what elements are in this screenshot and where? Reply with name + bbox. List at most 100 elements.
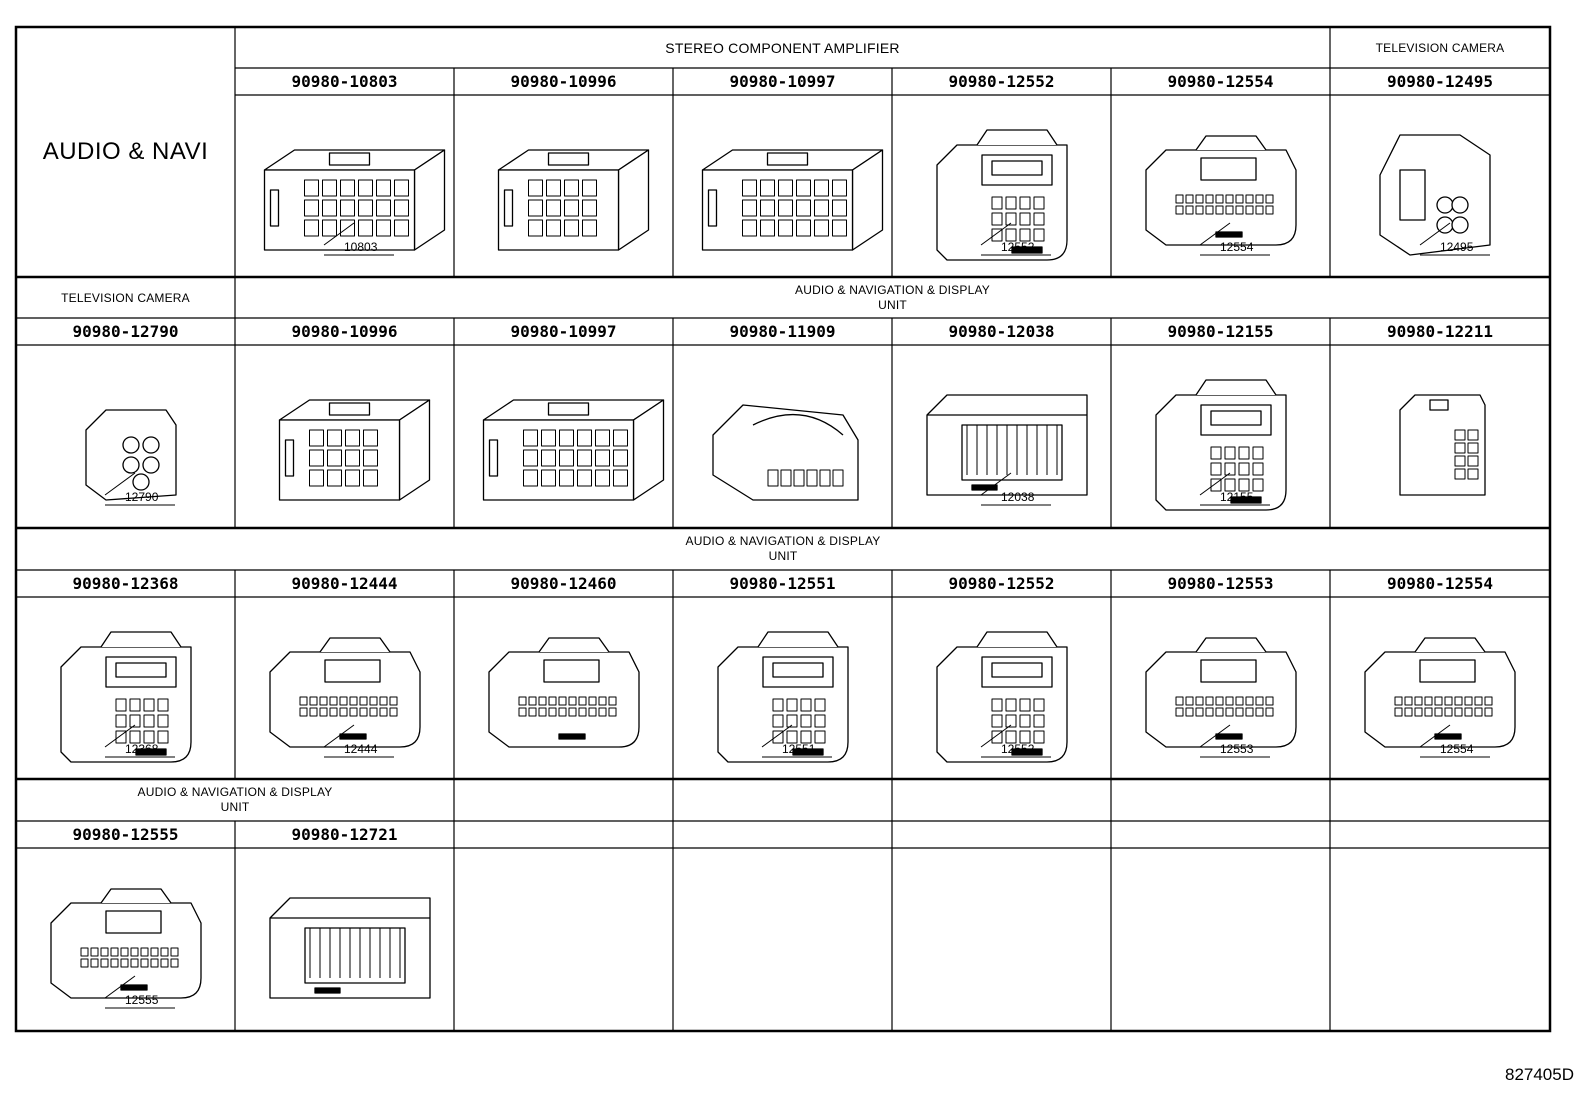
part-number-label: 90980-12553	[1167, 574, 1274, 593]
part-number-label: 90980-10997	[510, 322, 617, 341]
callout-label: 12554	[1419, 724, 1490, 758]
callout-text: 12552	[1001, 240, 1035, 254]
connector-wide-latch-icon: 12554	[1364, 637, 1516, 758]
callout-text: 10803	[344, 240, 378, 254]
section-title: AUDIO & NAVI	[42, 138, 209, 165]
part-number-label: 90980-12444	[291, 574, 398, 593]
connector-cell: 12552	[892, 95, 1111, 277]
connector-cell: 12554	[1111, 95, 1330, 277]
connector-flat-latch-icon	[712, 404, 859, 501]
connector-wide-latch-icon	[488, 637, 640, 748]
connector-cell	[454, 345, 673, 527]
connector-cell: 12555	[16, 848, 235, 1030]
group-header-line-1: AUDIO & NAVIGATION & DISPLAY	[685, 534, 881, 548]
part-number-label: 90980-12790	[72, 322, 179, 341]
connector-cell	[1330, 345, 1550, 527]
callout-text: 12554	[1440, 742, 1474, 756]
group-header-audio-navigation-display-unit: AUDIO & NAVIGATION & DISPLAY UNIT	[235, 277, 1550, 318]
drawing-code: 827405D	[1504, 1065, 1574, 1084]
connector-cell: 12790	[16, 345, 235, 527]
connector-12pin-housing-icon	[482, 399, 665, 501]
part-number-label: 90980-10997	[729, 72, 836, 91]
part-number-label: 90980-12554	[1387, 574, 1493, 593]
callout-label: 10803	[323, 222, 394, 256]
part-number-label: 90980-12155	[1167, 322, 1274, 341]
connector-tall-latch-icon: 12368	[60, 631, 192, 763]
group-header-line-1: AUDIO & NAVIGATION & DISPLAY	[137, 785, 333, 799]
connector-narrow-4pin-icon	[1399, 394, 1486, 496]
callout-text: 12444	[344, 742, 378, 756]
callout-label: 12552	[980, 724, 1051, 758]
callout-text: 12155	[1220, 490, 1254, 504]
connector-8pin-housing-icon	[278, 399, 431, 501]
group-header-line-1: AUDIO & NAVIGATION & DISPLAY	[795, 282, 990, 297]
connector-cell: 12444	[235, 597, 454, 779]
connector-tall-latch-icon: 12552	[936, 129, 1068, 261]
callout-label: 12038	[980, 472, 1051, 506]
callout-text: 12495	[1440, 240, 1474, 254]
callout-label: 12155	[1199, 472, 1270, 506]
connector-12pin-housing-icon: 10803	[263, 149, 446, 256]
connector-wide-latch-icon: 12444	[269, 637, 421, 758]
part-number-label: 90980-12554	[1167, 72, 1274, 91]
part-number-label: 90980-10803	[291, 72, 398, 91]
callout-text: 12555	[125, 993, 159, 1007]
connector-round-camera-icon: 12495	[1379, 134, 1491, 256]
callout-label: 12555	[104, 975, 175, 1009]
callout-label: 12551	[761, 724, 832, 758]
part-number-label: 90980-10996	[510, 72, 617, 91]
group-header-line-2: UNIT	[220, 800, 250, 814]
part-number-label: 90980-12552	[948, 574, 1055, 593]
connector-cell	[673, 345, 892, 527]
part-number-label: 90980-12552	[948, 72, 1055, 91]
callout-text: 12038	[1001, 490, 1035, 504]
connector-cell: 12495	[1330, 95, 1550, 277]
connector-box-multipin-icon: 12038	[926, 394, 1088, 506]
connector-tall-latch-icon: 12552	[936, 631, 1068, 763]
group-header-audio-navigation-display-unit: AUDIO & NAVIGATION & DISPLAY UNIT	[16, 779, 454, 821]
group-header-line-2: UNIT	[878, 297, 907, 312]
callout-text: 12554	[1220, 240, 1254, 254]
connector-cell: 12155	[1111, 345, 1330, 527]
part-number-label: 90980-11909	[729, 322, 836, 341]
group-header-audio-navigation-display-unit: AUDIO & NAVIGATION & DISPLAY UNIT	[16, 528, 1550, 570]
connector-cell	[454, 95, 673, 277]
callout-text: 12790	[125, 490, 159, 504]
part-number-label: 90980-12721	[291, 825, 398, 844]
connector-cell	[235, 848, 454, 1030]
part-number-label: 90980-12495	[1387, 72, 1493, 91]
connector-wide-latch-icon: 12554	[1145, 135, 1297, 256]
part-number-label: 90980-12038	[948, 322, 1055, 341]
part-number-label: 90980-12211	[1387, 322, 1493, 341]
part-number-label: 90980-12460	[510, 574, 617, 593]
connector-cell: 12038	[892, 345, 1111, 527]
callout-text: 12551	[782, 742, 816, 756]
connector-tall-latch-icon: 12155	[1155, 379, 1287, 511]
connector-cell	[235, 345, 454, 527]
connector-cell	[673, 95, 892, 277]
connector-small-round-icon: 12790	[85, 409, 177, 506]
callout-label: 12553	[1199, 724, 1270, 758]
group-header-television-camera: TELEVISION CAMERA	[1375, 40, 1505, 55]
callout-label: 12552	[980, 222, 1051, 256]
part-number-label: 90980-10996	[291, 322, 398, 341]
callout-text: 12553	[1220, 742, 1254, 756]
connector-box-multipin-icon	[269, 897, 431, 999]
connector-tall-latch-icon: 12551	[717, 631, 849, 763]
callout-label: 12368	[104, 724, 175, 758]
connector-cell: 12552	[892, 597, 1111, 779]
callout-label: 12554	[1199, 222, 1270, 256]
connector-cell	[454, 597, 673, 779]
part-number-label: 90980-12555	[72, 825, 179, 844]
connector-8pin-housing-icon	[497, 149, 650, 251]
callout-label: 12495	[1419, 222, 1490, 256]
connector-cell: 12551	[673, 597, 892, 779]
group-header-television-camera: TELEVISION CAMERA	[61, 290, 190, 305]
connector-cell: 12554	[1330, 597, 1550, 779]
connector-wide-latch-icon: 12553	[1145, 637, 1297, 758]
connector-12pin-housing-icon	[701, 149, 884, 251]
connector-wide-latch-icon: 12555	[50, 888, 202, 1009]
part-number-label: 90980-12551	[729, 574, 836, 593]
connector-cell: 12368	[16, 597, 235, 779]
